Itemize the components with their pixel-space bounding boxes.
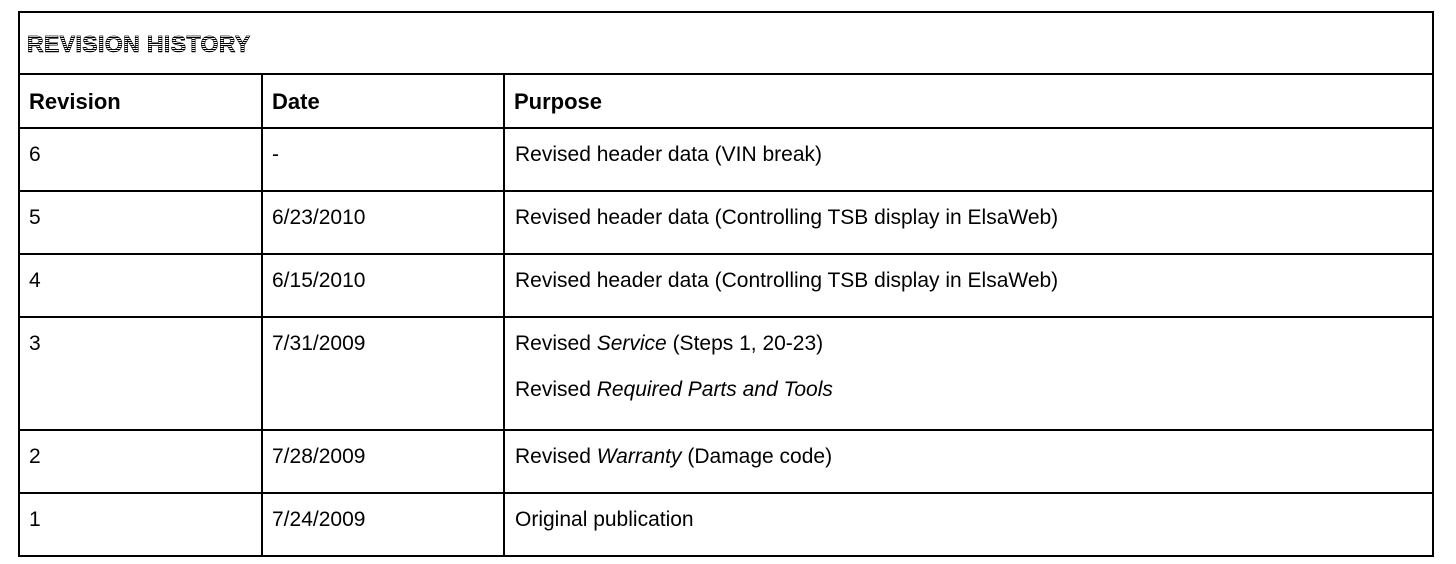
cell-purpose: Revised header data (VIN break) (502, 127, 1435, 192)
cell-date: - (261, 127, 505, 192)
plain-text: Revised header data (Controlling TSB dis… (515, 206, 1059, 229)
cell-revision: 5 (18, 190, 263, 255)
table-row: 5 6/23/2010 Revised header data (Controlli… (18, 190, 1435, 255)
plain-text: (Damage code) (681, 445, 833, 468)
purpose-value: Revised Warranty (Damage code) (505, 431, 1432, 470)
cell-date: 7/24/2009 (261, 492, 505, 557)
table-row: 2 7/28/2009 Revised Warranty (Damage code) (18, 429, 1435, 494)
revision-value: 1 (29, 508, 41, 531)
cell-purpose: Revised header data (Controlling TSB dis… (502, 253, 1435, 318)
plain-text: Revised header data (VIN break) (515, 143, 822, 166)
purpose-line: Revised header data (VIN break) (515, 142, 1432, 168)
purpose-line: Revised header data (Controlling TSB dis… (515, 268, 1432, 294)
plain-text: Revised (515, 445, 597, 468)
plain-text: Revised header data (Controlling TSB dis… (515, 269, 1059, 292)
column-header-label: Purpose (514, 89, 603, 114)
purpose-line: Revised Warranty (Damage code) (515, 444, 1432, 470)
purpose-line: Revised Service (Steps 1, 20-23) (515, 331, 1432, 357)
emphasis-text: Service (596, 332, 667, 355)
emphasis-text: Required Parts and Tools (596, 378, 833, 401)
purpose-value: Revised header data (Controlling TSB dis… (505, 255, 1432, 294)
cell-date: 6/23/2010 (261, 190, 505, 255)
cell-revision: 3 (18, 316, 263, 431)
revision-value: 5 (29, 206, 41, 229)
plain-text: Original publication (515, 508, 694, 531)
date-value: 7/24/2009 (272, 508, 366, 531)
purpose-line: Revised Required Parts and Tools (515, 377, 1432, 403)
cell-revision: 1 (18, 492, 263, 557)
cell-purpose: Revised Warranty (Damage code) (502, 429, 1435, 494)
revision-value: 4 (29, 269, 41, 292)
table-title-row: REVISION HISTORY (17, 11, 1435, 75)
plain-text: Revised (515, 378, 597, 401)
date-value: 6/15/2010 (272, 269, 366, 292)
purpose-line: Revised header data (Controlling TSB dis… (515, 205, 1432, 231)
cell-revision: 6 (18, 127, 263, 192)
table-body: REVISION HISTORY Revision Date Purpose 6… (17, 11, 1435, 557)
column-header-label: Date (272, 89, 320, 114)
column-header-revision: Revision (18, 73, 263, 129)
table-title-cell: REVISION HISTORY (17, 11, 1435, 75)
plain-text: (Steps 1, 20-23) (666, 332, 824, 355)
revision-value: 2 (29, 445, 41, 468)
cell-revision: 2 (18, 429, 263, 494)
table-row: 6 - Revised header data (VIN break) (18, 127, 1435, 192)
table-row: 4 6/15/2010 Revised header data (Controlli… (18, 253, 1435, 318)
cell-purpose: Revised Service (Steps 1, 20-23)Revised … (502, 316, 1435, 431)
column-header-purpose: Purpose (502, 73, 1435, 129)
plain-text: Revised (515, 332, 597, 355)
date-value: 7/28/2009 (272, 445, 366, 468)
date-value: 6/23/2010 (272, 206, 366, 229)
table-header-row: Revision Date Purpose (18, 73, 1435, 129)
cell-purpose: Revised header data (Controlling TSB dis… (502, 190, 1435, 255)
date-value: 7/31/2009 (272, 332, 366, 355)
column-header-date: Date (261, 73, 505, 129)
cell-date: 7/31/2009 (261, 316, 505, 431)
purpose-value: Revised header data (Controlling TSB dis… (505, 192, 1432, 231)
cell-purpose: Original publication (502, 492, 1435, 557)
date-value: - (272, 143, 279, 166)
purpose-value: Original publication (505, 494, 1432, 533)
cell-date: 7/28/2009 (261, 429, 505, 494)
cell-revision: 4 (18, 253, 263, 318)
column-header-label: Revision (29, 89, 121, 114)
revision-history-table: REVISION HISTORY Revision Date Purpose 6… (17, 11, 1435, 557)
cell-date: 6/15/2010 (261, 253, 505, 318)
purpose-value: Revised header data (VIN break) (505, 129, 1432, 168)
revision-value: 3 (29, 332, 41, 355)
purpose-line: Original publication (515, 507, 1432, 533)
emphasis-text: Warranty (596, 445, 682, 468)
table-row: 1 7/24/2009 Original publication (18, 492, 1435, 557)
purpose-value: Revised Service (Steps 1, 20-23)Revised … (505, 318, 1432, 403)
revision-value: 6 (29, 143, 41, 166)
page-title: REVISION HISTORY (20, 13, 1432, 57)
